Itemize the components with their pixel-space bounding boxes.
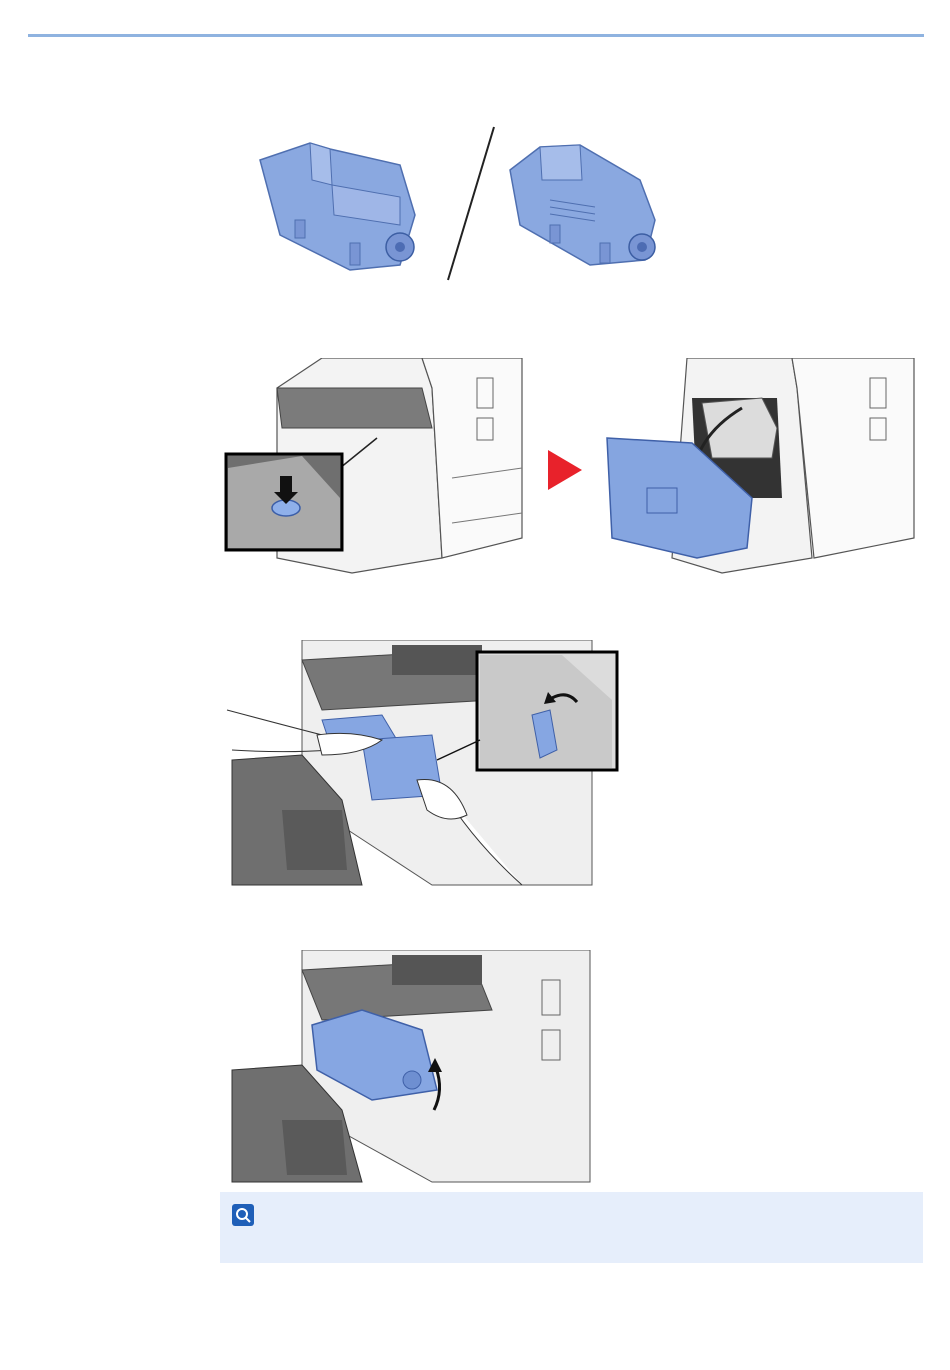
remove-toner-figure: [222, 640, 622, 890]
header-rule: [28, 34, 924, 37]
note-icon: [232, 1204, 254, 1226]
toner-cartridge-icon-right: [510, 145, 655, 265]
note-box: [220, 1192, 923, 1263]
inset-lever-detail: [477, 652, 617, 770]
inset-button-detail: [226, 454, 342, 550]
next-arrow-icon: [548, 450, 582, 490]
install-toner-figure: [222, 950, 602, 1185]
toner-types-figure: [250, 125, 670, 285]
open-front-cover-figure: [222, 358, 922, 578]
divider-line: [448, 127, 494, 280]
printer-icon-open: [607, 358, 914, 573]
toner-cartridge-icon-left: [260, 143, 415, 270]
